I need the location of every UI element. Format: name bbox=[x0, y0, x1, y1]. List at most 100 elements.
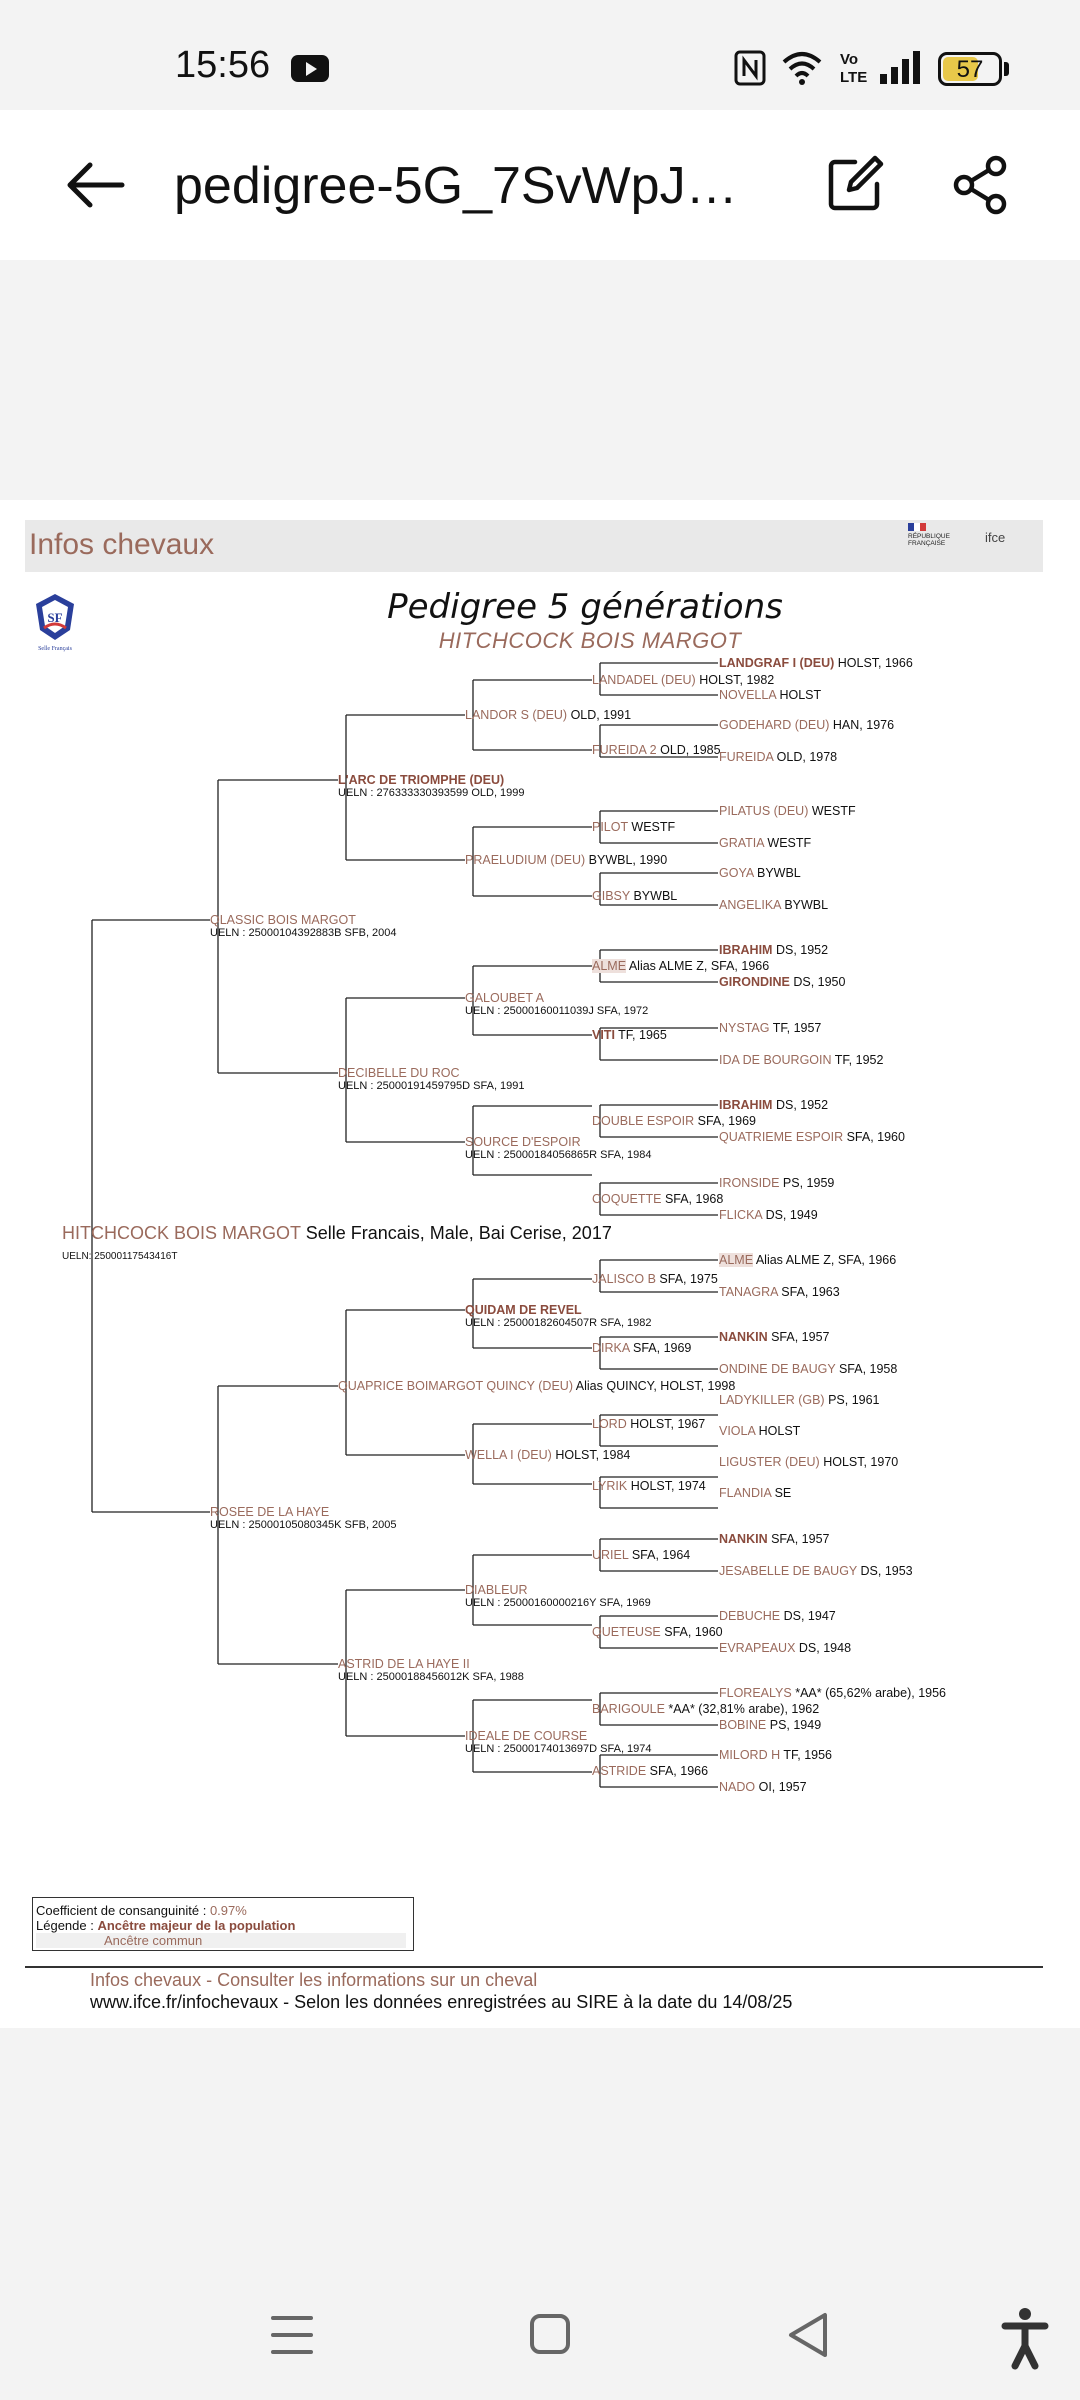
signal-icon bbox=[880, 51, 920, 84]
g5-ancestor[interactable]: FLICKA DS, 1949 bbox=[719, 1208, 818, 1222]
dam[interactable]: ROSEE DE LA HAYE bbox=[210, 1505, 330, 1519]
legend-major: Légende : Ancêtre majeur de la populatio… bbox=[36, 1918, 296, 1933]
g4-ancestor[interactable]: LORD HOLST, 1967 bbox=[592, 1417, 706, 1431]
g4-ancestor[interactable]: LANDADEL (DEU) HOLST, 1982 bbox=[592, 673, 775, 687]
wifi-icon bbox=[782, 52, 822, 85]
g4-ancestor[interactable]: QUETEUSE SFA, 1960 bbox=[592, 1625, 723, 1639]
g5-ancestor[interactable]: ONDINE DE BAUGY SFA, 1958 bbox=[719, 1362, 898, 1376]
g4-ancestor[interactable]: BARIGOULE *AA* (32,81% arabe), 1962 bbox=[592, 1702, 820, 1716]
footer-divider bbox=[25, 1966, 1043, 1968]
g5-ancestor[interactable]: DEBUCHE DS, 1947 bbox=[719, 1609, 836, 1623]
g3-ueln: UELN : 25000184056865R SFA, 1984 bbox=[465, 1149, 652, 1161]
g2-ueln: UELN : 25000191459795D SFA, 1991 bbox=[338, 1080, 525, 1092]
g3-ueln: UELN : 25000160000216Y SFA, 1969 bbox=[465, 1597, 651, 1609]
g3-ancestor[interactable]: GALOUBET A bbox=[465, 991, 544, 1005]
g3-ancestor[interactable]: DIABLEUR bbox=[465, 1583, 528, 1597]
g3-ancestor[interactable]: QUIDAM DE REVEL bbox=[465, 1303, 582, 1317]
root-horse[interactable]: HITCHCOCK BOIS MARGOT Selle Francais, Ma… bbox=[62, 1223, 612, 1243]
g4-ancestor[interactable]: ALME Alias ALME Z, SFA, 1966 bbox=[592, 959, 770, 973]
g5-ancestor[interactable]: MILORD H TF, 1956 bbox=[719, 1748, 833, 1762]
volte-icon: Vo LTE bbox=[840, 51, 867, 86]
edit-icon[interactable] bbox=[825, 154, 885, 214]
footer-link[interactable]: Infos chevaux - Consulter les informatio… bbox=[90, 1970, 538, 1990]
sire[interactable]: QLASSIC BOIS MARGOT bbox=[210, 913, 356, 927]
battery-level: 57 bbox=[956, 56, 984, 83]
g5-ancestor[interactable]: BOBINE PS, 1949 bbox=[719, 1718, 822, 1732]
g5-ancestor[interactable]: GRATIA WESTF bbox=[719, 836, 812, 850]
horse-subtitle: HITCHCOCK BOIS MARGOT bbox=[438, 628, 742, 653]
pedigree-title: Pedigree 5 générations bbox=[387, 587, 783, 627]
share-icon[interactable] bbox=[950, 154, 1012, 216]
battery-icon: 57 bbox=[938, 52, 1002, 86]
g4-ancestor[interactable]: DIRKA SFA, 1969 bbox=[592, 1341, 692, 1355]
g5-ancestor[interactable]: IDA DE BOURGOIN TF, 1952 bbox=[719, 1053, 884, 1067]
g4-ancestor[interactable]: COQUETTE SFA, 1968 bbox=[592, 1192, 724, 1206]
dam-ueln: UELN : 25000105080345K SFB, 2005 bbox=[210, 1519, 397, 1531]
g5-ancestor[interactable]: NYSTAG TF, 1957 bbox=[719, 1021, 822, 1035]
g5-ancestor[interactable]: GODEHARD (DEU) HAN, 1976 bbox=[719, 718, 895, 732]
g4-ancestor[interactable]: DOUBLE ESPOIR SFA, 1969 bbox=[592, 1114, 756, 1128]
g5-ancestor[interactable]: EVRAPEAUX DS, 1948 bbox=[719, 1641, 852, 1655]
g3-ancestor[interactable]: PRAELUDIUM (DEU) BYWBL, 1990 bbox=[465, 853, 668, 867]
back-arrow-icon[interactable] bbox=[60, 155, 130, 215]
g4-ancestor[interactable]: ASTRIDE SFA, 1966 bbox=[592, 1764, 709, 1778]
g5-ancestor[interactable]: QUATRIEME ESPOIR SFA, 1960 bbox=[719, 1130, 905, 1144]
g5-ancestor[interactable]: NANKIN SFA, 1957 bbox=[719, 1330, 830, 1344]
g4-ancestor[interactable]: JALISCO B SFA, 1975 bbox=[592, 1272, 718, 1286]
g5-ancestor[interactable]: GOYA BYWBL bbox=[719, 866, 801, 880]
g5-ancestor[interactable]: FLANDIA SE bbox=[719, 1486, 792, 1500]
g5-ancestor[interactable]: NOVELLA HOLST bbox=[719, 688, 822, 702]
g4-ancestor[interactable]: VITI TF, 1965 bbox=[592, 1028, 667, 1042]
menu-icon[interactable] bbox=[247, 2270, 337, 2400]
g4-ancestor[interactable]: FUREIDA 2 OLD, 1985 bbox=[592, 743, 721, 757]
g4-ancestor[interactable]: LYRIK HOLST, 1974 bbox=[592, 1479, 706, 1493]
back-triangle-icon[interactable] bbox=[763, 2270, 853, 2400]
g3-ueln: UELN : 25000174013697D SFA, 1974 bbox=[465, 1743, 652, 1755]
g2-ancestor[interactable]: QUAPRICE BOIMARGOT QUINCY (DEU) Alias QU… bbox=[338, 1379, 736, 1393]
g5-ancestor[interactable]: VIOLA HOLST bbox=[719, 1424, 801, 1438]
g2-ancestor[interactable]: DECIBELLE DU ROC bbox=[338, 1066, 460, 1080]
g3-ancestor[interactable]: SOURCE D'ESPOIR bbox=[465, 1135, 581, 1149]
g3-ancestor[interactable]: IDEALE DE COURSE bbox=[465, 1729, 588, 1743]
document-title: pedigree-5G_7SvWpJm5R... bbox=[174, 157, 764, 215]
selle-francais-logo: SF Selle Français bbox=[36, 594, 74, 652]
pdf-page: Infos chevaux RÉPUBLIQUE FRANÇAISE ifce … bbox=[0, 500, 1080, 2028]
g4-ancestor[interactable]: GIBSY BYWBL bbox=[592, 889, 678, 903]
g5-ancestor[interactable]: FLOREALYS *AA* (65,62% arabe), 1956 bbox=[719, 1686, 946, 1700]
g5-ancestor[interactable]: IBRAHIM DS, 1952 bbox=[719, 943, 829, 957]
g5-ancestor[interactable]: IRONSIDE PS, 1959 bbox=[719, 1176, 835, 1190]
g5-ancestor[interactable]: PILATUS (DEU) WESTF bbox=[719, 804, 856, 818]
youtube-icon bbox=[291, 55, 329, 82]
g5-ancestor[interactable]: LIGUSTER (DEU) HOLST, 1970 bbox=[719, 1455, 899, 1469]
g2-ueln: UELN : 276333330393599 OLD, 1999 bbox=[338, 787, 525, 799]
g3-ancestor[interactable]: LANDOR S (DEU) OLD, 1991 bbox=[465, 708, 632, 722]
g5-ancestor[interactable]: IBRAHIM DS, 1952 bbox=[719, 1098, 829, 1112]
home-square-icon[interactable] bbox=[505, 2270, 595, 2400]
g3-ueln: UELN : 25000182604507R SFA, 1982 bbox=[465, 1317, 652, 1329]
svg-text:Vo: Vo bbox=[840, 51, 858, 68]
g5-ancestor[interactable]: ANGELIKA BYWBL bbox=[719, 898, 829, 912]
accessibility-icon[interactable] bbox=[980, 2270, 1070, 2400]
g2-ancestor[interactable]: ASTRID DE LA HAYE II bbox=[338, 1657, 470, 1671]
g3-ancestor[interactable]: WELLA I (DEU) HOLST, 1984 bbox=[465, 1448, 631, 1462]
g5-ancestor[interactable]: GIRONDINE DS, 1950 bbox=[719, 975, 846, 989]
header-band: Infos chevaux RÉPUBLIQUE FRANÇAISE ifce bbox=[25, 520, 1043, 572]
g4-ancestor[interactable]: PILOT WESTF bbox=[592, 820, 676, 834]
legend-box: Coefficient de consanguinité : 0.97% Lég… bbox=[32, 1897, 414, 1951]
header-title: Infos chevaux bbox=[29, 528, 215, 561]
g5-ancestor[interactable]: TANAGRA SFA, 1963 bbox=[719, 1285, 840, 1299]
republique-francaise-logo: RÉPUBLIQUE FRANÇAISE bbox=[908, 523, 958, 567]
g3-ueln: UELN : 25000160011039J SFA, 1972 bbox=[465, 1005, 649, 1017]
g5-ancestor[interactable]: JESABELLE DE BAUGY DS, 1953 bbox=[719, 1564, 913, 1578]
g4-ancestor[interactable]: URIEL SFA, 1964 bbox=[592, 1548, 691, 1562]
g5-ancestor[interactable]: LADYKILLER (GB) PS, 1961 bbox=[719, 1393, 880, 1407]
g5-ancestor[interactable]: LANDGRAF I (DEU) HOLST, 1966 bbox=[719, 656, 913, 670]
g2-ancestor[interactable]: L'ARC DE TRIOMPHE (DEU) bbox=[338, 773, 505, 787]
g5-ancestor[interactable]: NANKIN SFA, 1957 bbox=[719, 1532, 830, 1546]
g5-ancestor[interactable]: FUREIDA OLD, 1978 bbox=[719, 750, 838, 764]
g5-ancestor[interactable]: NADO OI, 1957 bbox=[719, 1780, 807, 1794]
g5-ancestor[interactable]: ALME Alias ALME Z, SFA, 1966 bbox=[719, 1253, 897, 1267]
sire-ueln: UELN : 25000104392883B SFB, 2004 bbox=[210, 927, 397, 939]
pedigree-connectors bbox=[91, 662, 718, 1788]
status-time: 15:56 bbox=[175, 44, 271, 86]
